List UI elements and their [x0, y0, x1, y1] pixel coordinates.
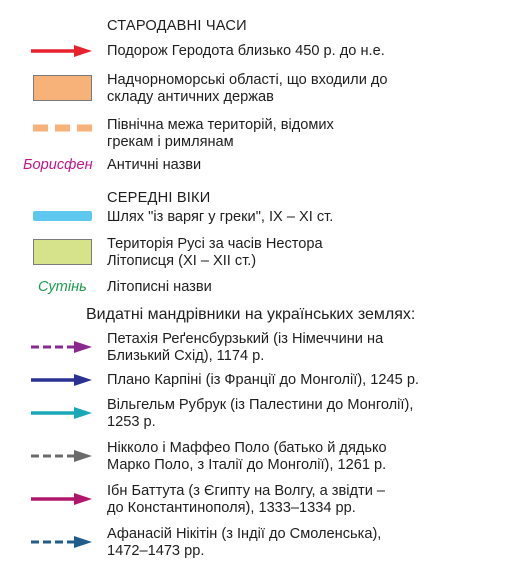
ancient-name-sample: Борисфен: [23, 157, 93, 173]
varangian-route-swatch: [33, 211, 92, 221]
carpini-route-label: Плано Карпіні (із Франції до Монголії), …: [107, 372, 419, 388]
nikitin-route-arrow-icon: [31, 536, 92, 548]
black-sea-ancient-states-label: Надчорноморські області, що входили до с…: [107, 72, 388, 105]
rubruck-route-arrow-icon: [31, 407, 92, 419]
varangian-route-label: Шлях "із варяг у греки", IX – XI ст.: [107, 209, 334, 225]
northern-boundary-label: Північна межа територій, відомих грекам …: [107, 117, 334, 150]
carpini-route-arrow-icon: [31, 374, 92, 386]
chronicle-name-sample: Сутінь: [38, 279, 87, 295]
herodotus-route-label: Подорож Геродота близько 450 р. до н.е.: [107, 43, 385, 59]
rus-territory-area-swatch: [33, 239, 92, 265]
petachiah-route-arrow-icon: [31, 341, 92, 353]
ancient-times-title: СТАРОДАВНІ ЧАСИ: [107, 18, 247, 34]
northern-boundary-dashed-line-icon: [33, 124, 92, 132]
polo-route-arrow-icon: [31, 450, 92, 462]
rus-territory-label: Територія Русі за часів Нестора Літописц…: [107, 236, 323, 269]
petachiah-route-label: Петахія Реґенсбурзький (із Німеччини на …: [107, 331, 384, 364]
ibn-battuta-route-arrow-icon: [31, 493, 92, 505]
rubruck-route-label: Вільгельм Рубрук (із Палестини до Монгол…: [107, 397, 414, 430]
herodotus-route-arrow-icon: [31, 45, 92, 57]
black-sea-ancient-states-area-swatch: [33, 75, 92, 101]
middle-ages-title: СЕРЕДНІ ВІКИ: [107, 190, 211, 206]
nikitin-route-label: Афанасій Нікітін (з Індії до Смоленська)…: [107, 526, 382, 559]
ancient-names-label: Античні назви: [107, 157, 202, 173]
polo-route-label: Нікколо і Маффео Поло (батько й дядько М…: [107, 440, 387, 473]
ibn-battuta-route-label: Ібн Баттута (з Єгипту на Волгу, а звідти…: [107, 483, 386, 516]
chronicle-names-label: Літописні назви: [107, 279, 212, 295]
travellers-title: Видатні мандрівники на українських земля…: [86, 306, 416, 323]
